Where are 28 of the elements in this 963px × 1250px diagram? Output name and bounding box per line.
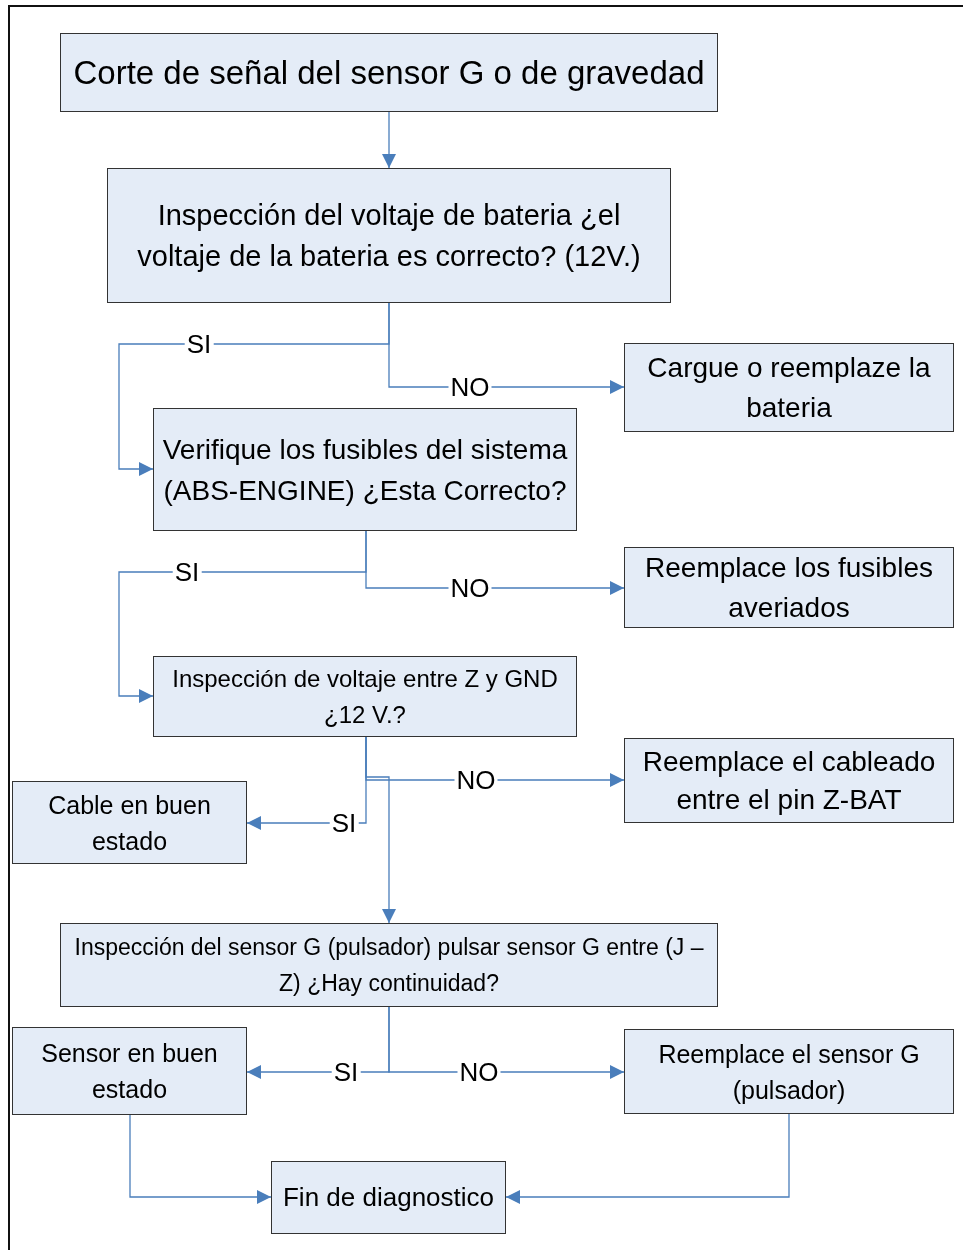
box-text: Inspección de voltaje entre Z y GND ¿12 V.? (171, 663, 559, 730)
box-text: Cable en buen estado (47, 789, 212, 857)
arrow (382, 111, 396, 169)
box-text: Corte de señal del sensor G o de gravedad (73, 52, 705, 93)
box-text: Fin de diagnostico (283, 1181, 494, 1214)
box-text: Inspección del sensor G (pulsador) pulsar sensor G entre (J – Z) ¿Hay continuidad? (73, 933, 705, 998)
box-text: Reemplace los fusibles averiados (644, 550, 934, 625)
process-box (107, 168, 671, 303)
process-box (12, 1027, 247, 1115)
box-text: Reemplace el sensor G (pulsador) (657, 1038, 921, 1106)
box-text: Inspección del voltaje de bateria ¿el voltaje de la bateria es correcto? (12V.) (136, 197, 642, 274)
process-box (624, 547, 954, 628)
box-text: Cargue o reemplaze la bateria (646, 350, 932, 425)
box-text: Reemplace el cableado entre el pin Z-BAT (641, 744, 937, 817)
process-box (271, 1161, 506, 1234)
box-text: Verifique los fusibles del sistema (ABS-ENGINE) ¿Esta Correcto? (162, 432, 568, 508)
process-box (60, 923, 718, 1007)
process-box (153, 408, 577, 531)
process-box (153, 656, 577, 737)
arrow (129, 1114, 272, 1204)
process-box (12, 781, 247, 864)
process-box (60, 33, 718, 112)
process-box (624, 1029, 954, 1114)
process-box (624, 738, 954, 823)
arrow (365, 736, 396, 924)
box-text: Sensor en buen estado (40, 1038, 219, 1105)
process-box (624, 343, 954, 432)
arrow (505, 1113, 790, 1204)
